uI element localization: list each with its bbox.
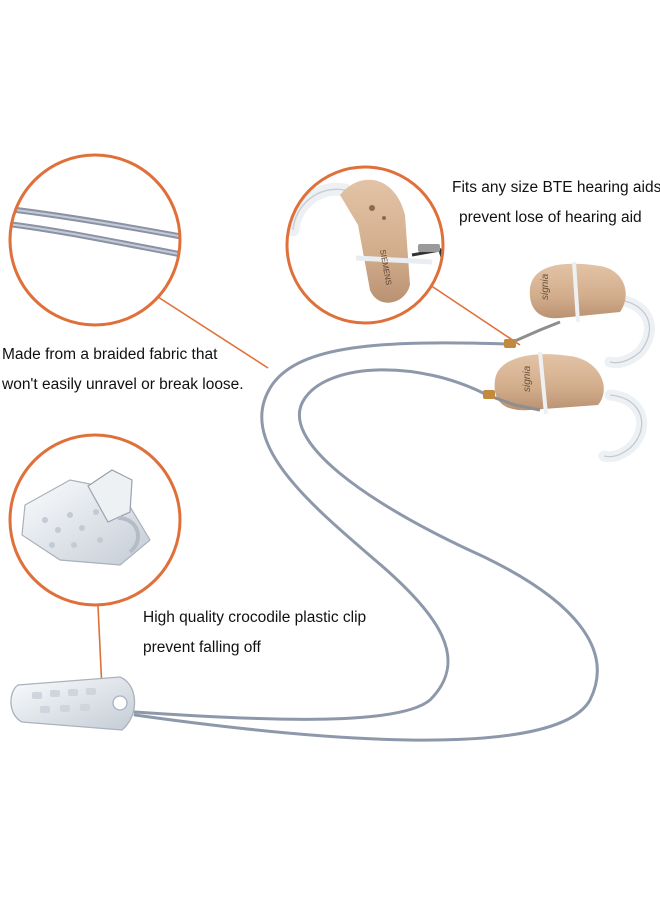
fabric-caption: Made from a braided fabric that won't ea… bbox=[2, 340, 244, 400]
bte-fit-caption: Fits any size BTE hearing aids prevent l… bbox=[452, 173, 660, 233]
hearing-aid-lower: signia bbox=[483, 351, 648, 463]
clip-caption-line-1: High quality crocodile plastic clip bbox=[143, 609, 367, 626]
fabric-caption-line-2: won't easily unravel or break loose. bbox=[2, 376, 244, 393]
fabric-caption-line-1: Made from a braided fabric that bbox=[2, 346, 218, 363]
clip-caption-line-2: prevent falling off bbox=[143, 639, 261, 656]
bte-fit-caption-line-2: prevent lose of hearing aid bbox=[459, 209, 642, 226]
hearing-aid-brand-upper: signia bbox=[540, 273, 551, 300]
crocodile-clip bbox=[10, 676, 136, 731]
hearing-aid-brand-lower: signia bbox=[522, 365, 533, 392]
hearing-aid-zoom-callout: SIEMENS bbox=[285, 165, 445, 325]
bte-fit-caption-line-1: Fits any size BTE hearing aids bbox=[452, 179, 660, 196]
hearing-aid-upper: signia bbox=[504, 261, 655, 369]
clip-caption: High quality crocodile plastic clip prev… bbox=[143, 603, 366, 663]
lanyard-cord bbox=[133, 341, 599, 742]
callout-line-aid bbox=[429, 284, 521, 346]
fabric-zoom-callout bbox=[8, 153, 182, 327]
callout-line-fabric bbox=[157, 296, 269, 369]
callout-line-clip bbox=[97, 605, 103, 691]
clip-zoom-callout bbox=[8, 433, 182, 607]
